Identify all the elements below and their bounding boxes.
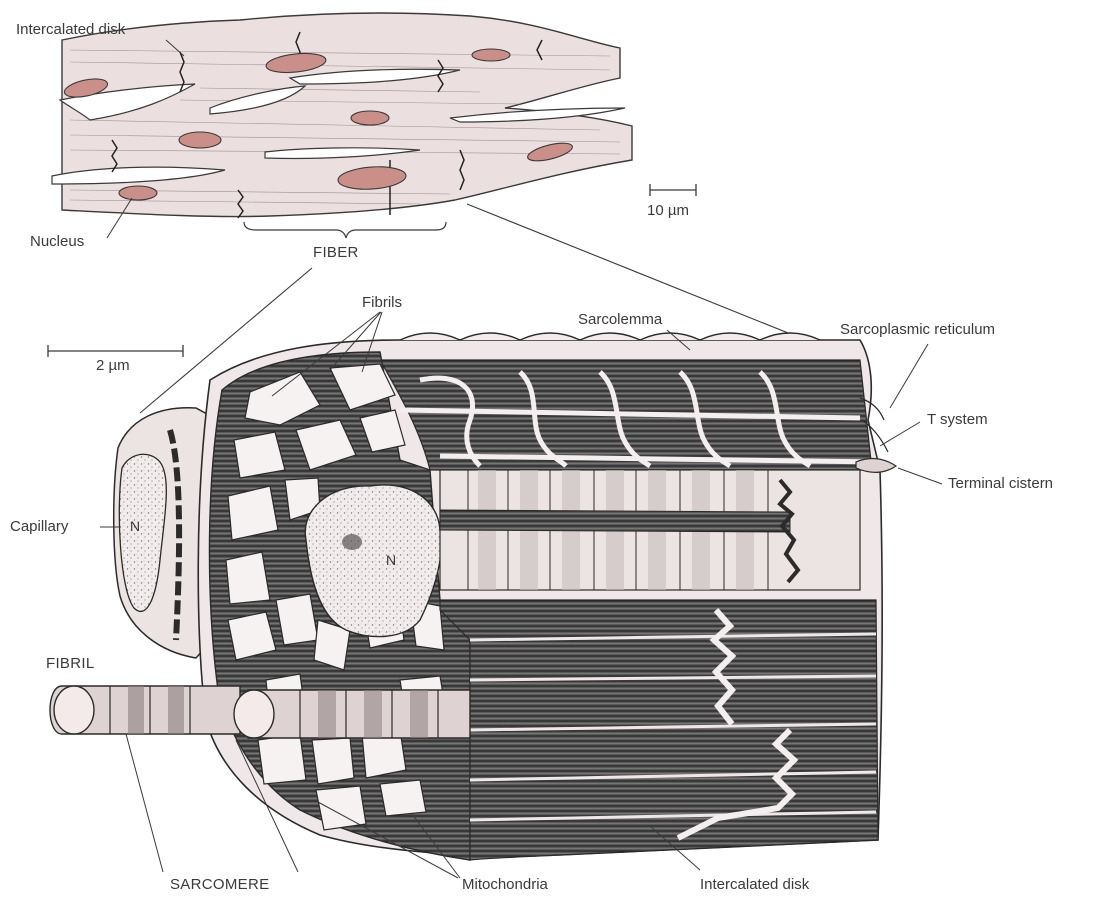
leader-sarcomere-1 <box>126 734 163 872</box>
label-sarcolemma: Sarcolemma <box>578 312 662 327</box>
fibril-profile <box>234 432 285 478</box>
label-capillary: Capillary <box>10 519 68 534</box>
fiber-bracket <box>244 222 446 238</box>
label-mitochondria: Mitochondria <box>462 877 548 892</box>
label-nucleus: Nucleus <box>30 234 84 249</box>
label-sarcomere: SARCOMERE <box>170 877 269 892</box>
sarcolemma-edge <box>400 333 820 340</box>
t-tubule-end <box>856 459 896 473</box>
label-fiber: FIBER <box>313 245 359 260</box>
fiber-network-panel <box>52 13 696 238</box>
fibril-profile <box>312 738 354 784</box>
fibril-cylinder-2-end <box>234 690 274 738</box>
label-intercalated-disk-top: Intercalated disk <box>16 22 125 37</box>
nucleus-shape <box>179 132 221 148</box>
fibril-profile <box>228 486 278 540</box>
label-fibrils: Fibrils <box>362 295 402 310</box>
nucleolus <box>342 534 362 550</box>
fibril-profile <box>258 734 306 784</box>
label-intercalated-disk-bottom: Intercalated disk <box>700 877 809 892</box>
mitochondria-row <box>440 510 790 532</box>
leader-terminal-cistern <box>898 468 942 484</box>
label-t-system: T system <box>927 412 988 427</box>
fibril-cylinders <box>50 686 470 738</box>
nucleus-shape <box>472 49 510 61</box>
scale-bar-10um <box>650 184 696 196</box>
fibril-profile <box>316 786 366 830</box>
fibril-profile <box>226 552 270 604</box>
label-fibril: FIBRIL <box>46 656 94 671</box>
label-scale-10um: 10 µm <box>647 203 689 218</box>
label-sarcoplasmic-reticulum: Sarcoplasmic reticulum <box>840 322 995 337</box>
label-terminal-cistern: Terminal cistern <box>948 476 1053 491</box>
nucleus-shape <box>119 186 157 200</box>
fiber-cutaway-panel <box>50 333 896 860</box>
label-scale-2um: 2 µm <box>96 358 130 373</box>
label-capillary-nucleus-n: N <box>130 519 140 533</box>
fibril-cylinder-1-end <box>54 686 94 734</box>
scale-bar-2um <box>48 345 183 357</box>
nucleus-shape <box>351 111 389 125</box>
leader-t-system <box>880 422 920 446</box>
fibril-profile <box>380 780 426 816</box>
fibril-profile <box>276 594 318 645</box>
leader-sarcoplasmic-reticulum <box>890 344 928 408</box>
label-fiber-nucleus-n: N <box>386 553 396 567</box>
fibril-cylinder-2 <box>248 690 470 738</box>
